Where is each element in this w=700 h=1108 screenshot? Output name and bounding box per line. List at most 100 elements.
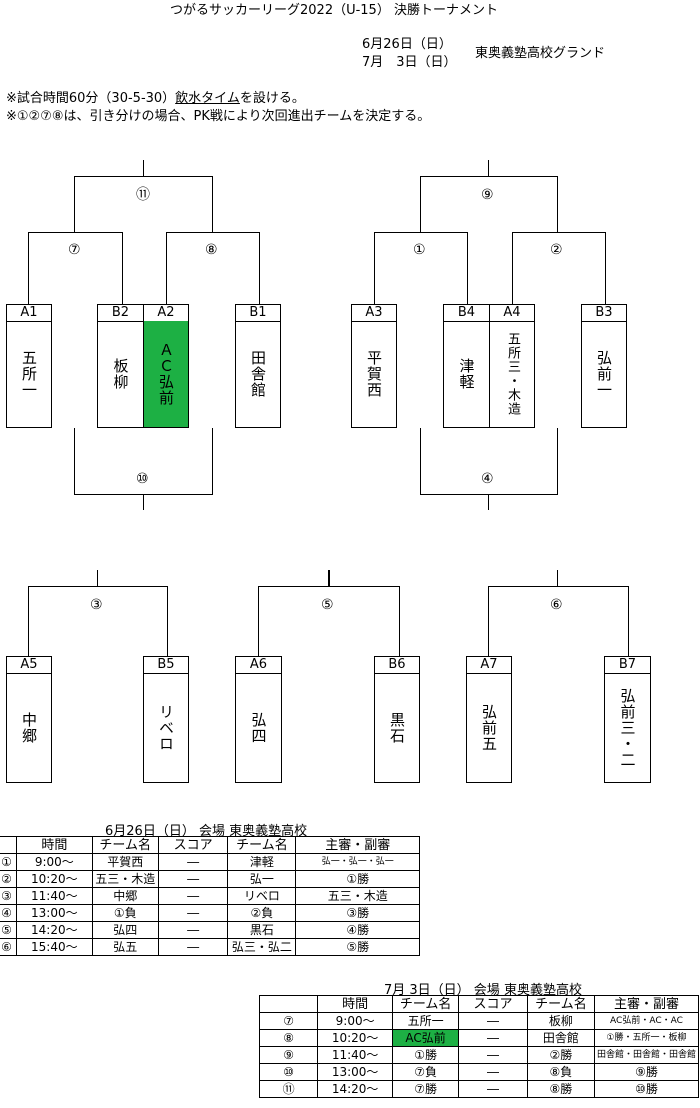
team-name: 五所三・木造 — [505, 332, 520, 416]
table-cell: ― — [157, 887, 229, 905]
bracket-line — [420, 176, 558, 233]
table-header-cell — [0, 836, 17, 854]
table-cell: ⑨勝 — [593, 1063, 700, 1081]
table-cell: 弘一 — [227, 870, 297, 888]
team-box: B4 津軽 — [443, 304, 490, 428]
table-cell: 14:20～ — [15, 921, 93, 939]
table-cell: ⑧ — [258, 1029, 319, 1047]
table-cell: 中郷 — [91, 887, 159, 905]
table-cell: 黒石 — [227, 921, 297, 939]
table-cell: ― — [458, 1046, 528, 1064]
team-name: リベロ — [157, 703, 175, 752]
table-header-row: 時間チーム名スコアチーム名主審・副審 — [258, 995, 700, 1013]
team-box: A6 弘四 — [235, 656, 282, 783]
table-cell: 9:00～ — [15, 853, 93, 871]
team-name: 平賀西 — [365, 350, 383, 398]
team-name: 弘四 — [249, 711, 268, 744]
team-slot-label: A6 — [236, 657, 281, 674]
team-box: B3 弘前一 — [581, 304, 627, 428]
table-cell: ― — [157, 853, 229, 871]
bracket-line — [143, 160, 144, 176]
team-box: A7 弘前五 — [466, 656, 512, 783]
table-cell: ⑨ — [258, 1046, 319, 1064]
table-cell: ― — [157, 904, 229, 922]
team-name: 板柳 — [111, 358, 130, 390]
table-cell: ⑧負 — [526, 1063, 595, 1081]
bracket-line — [166, 232, 260, 305]
table-cell: 11:40～ — [317, 1046, 394, 1064]
bracket-line — [374, 232, 468, 305]
team-name: 黒石 — [388, 711, 406, 744]
table-cell: ⑧勝 — [526, 1080, 595, 1098]
bracket-line — [258, 586, 400, 657]
bracket-line — [488, 160, 489, 176]
table-header-cell: 時間 — [317, 995, 394, 1013]
bracket-line — [488, 494, 489, 510]
table-header-cell: スコア — [157, 836, 229, 854]
note-2: ※①②⑦⑧は、引き分けの場合、PK戦により次回進出チームを決定する。 — [6, 109, 431, 124]
table-cell: 田舎館 — [526, 1029, 595, 1047]
table-cell: 弘五 — [91, 938, 159, 956]
team-slot-label: A3 — [352, 305, 396, 322]
team-name: 中郷 — [20, 711, 38, 744]
table-cell: 五所一 — [392, 1012, 460, 1030]
team-box: A5 中郷 — [6, 656, 52, 783]
table-header-cell: チーム名 — [526, 995, 595, 1013]
team-slot-label: B4 — [444, 305, 489, 322]
note-1-tail: を設ける。 — [239, 91, 305, 106]
match-number: ⑤ — [321, 597, 334, 613]
match-number: ⑦ — [68, 242, 81, 258]
table-cell: ― — [458, 1029, 528, 1047]
table-cell: ③ — [0, 887, 17, 905]
table-cell: ⑤勝 — [295, 938, 420, 956]
table-cell: AC弘前 — [392, 1029, 460, 1047]
team-slot-label: B5 — [144, 657, 188, 674]
table-cell: 弘一・弘一・弘一 — [295, 853, 420, 871]
schedule-1-caption: 6月26日（日） 会場 東奥義塾高校 — [105, 824, 308, 839]
date-1: 6月26日（日） — [362, 37, 452, 52]
team-slot-label: A1 — [7, 305, 51, 322]
team-slot-label: A2 — [144, 305, 188, 322]
team-name: 弘前三・二 — [618, 687, 637, 768]
table-cell: 13:00～ — [15, 904, 93, 922]
table-cell: ④勝 — [295, 921, 420, 939]
table-cell: 10:20～ — [15, 870, 93, 888]
bracket-line — [97, 570, 98, 586]
team-box: B6 黒石 — [374, 656, 420, 783]
table-cell: 五三・木造 — [91, 870, 159, 888]
bracket-line — [557, 570, 558, 586]
table-cell: リベロ — [227, 887, 297, 905]
table-cell: ― — [458, 1080, 528, 1098]
table-cell: 14:20～ — [317, 1080, 394, 1098]
table-cell: 9:00～ — [317, 1012, 394, 1030]
table-header-cell — [258, 995, 319, 1013]
table-cell: 11:40～ — [15, 887, 93, 905]
table-cell: ⑩勝 — [593, 1080, 700, 1098]
table-cell: ⑦ — [258, 1012, 319, 1030]
team-name: 弘前五 — [480, 703, 498, 752]
table-cell: ① — [0, 853, 17, 871]
team-slot-label: B7 — [605, 657, 650, 674]
table-cell: ― — [458, 1063, 528, 1081]
schedule-2-caption: 7月 3日（日） 会場 東奥義塾高校 — [384, 983, 582, 998]
page-title: つがるサッカーリーグ2022（U-15） 決勝トーナメント — [170, 3, 498, 18]
table-cell: ①勝・五所一・板柳 — [593, 1029, 700, 1047]
table-header-cell: チーム名 — [392, 995, 460, 1013]
table-cell: ― — [157, 938, 229, 956]
table-cell: 13:00～ — [317, 1063, 394, 1081]
table-cell: 津軽 — [227, 853, 297, 871]
table-cell: 平賀西 — [91, 853, 159, 871]
match-number: ⑧ — [205, 242, 218, 258]
table-cell: ⑦勝 — [392, 1080, 460, 1098]
table-header-cell: 主審・副審 — [593, 995, 700, 1013]
